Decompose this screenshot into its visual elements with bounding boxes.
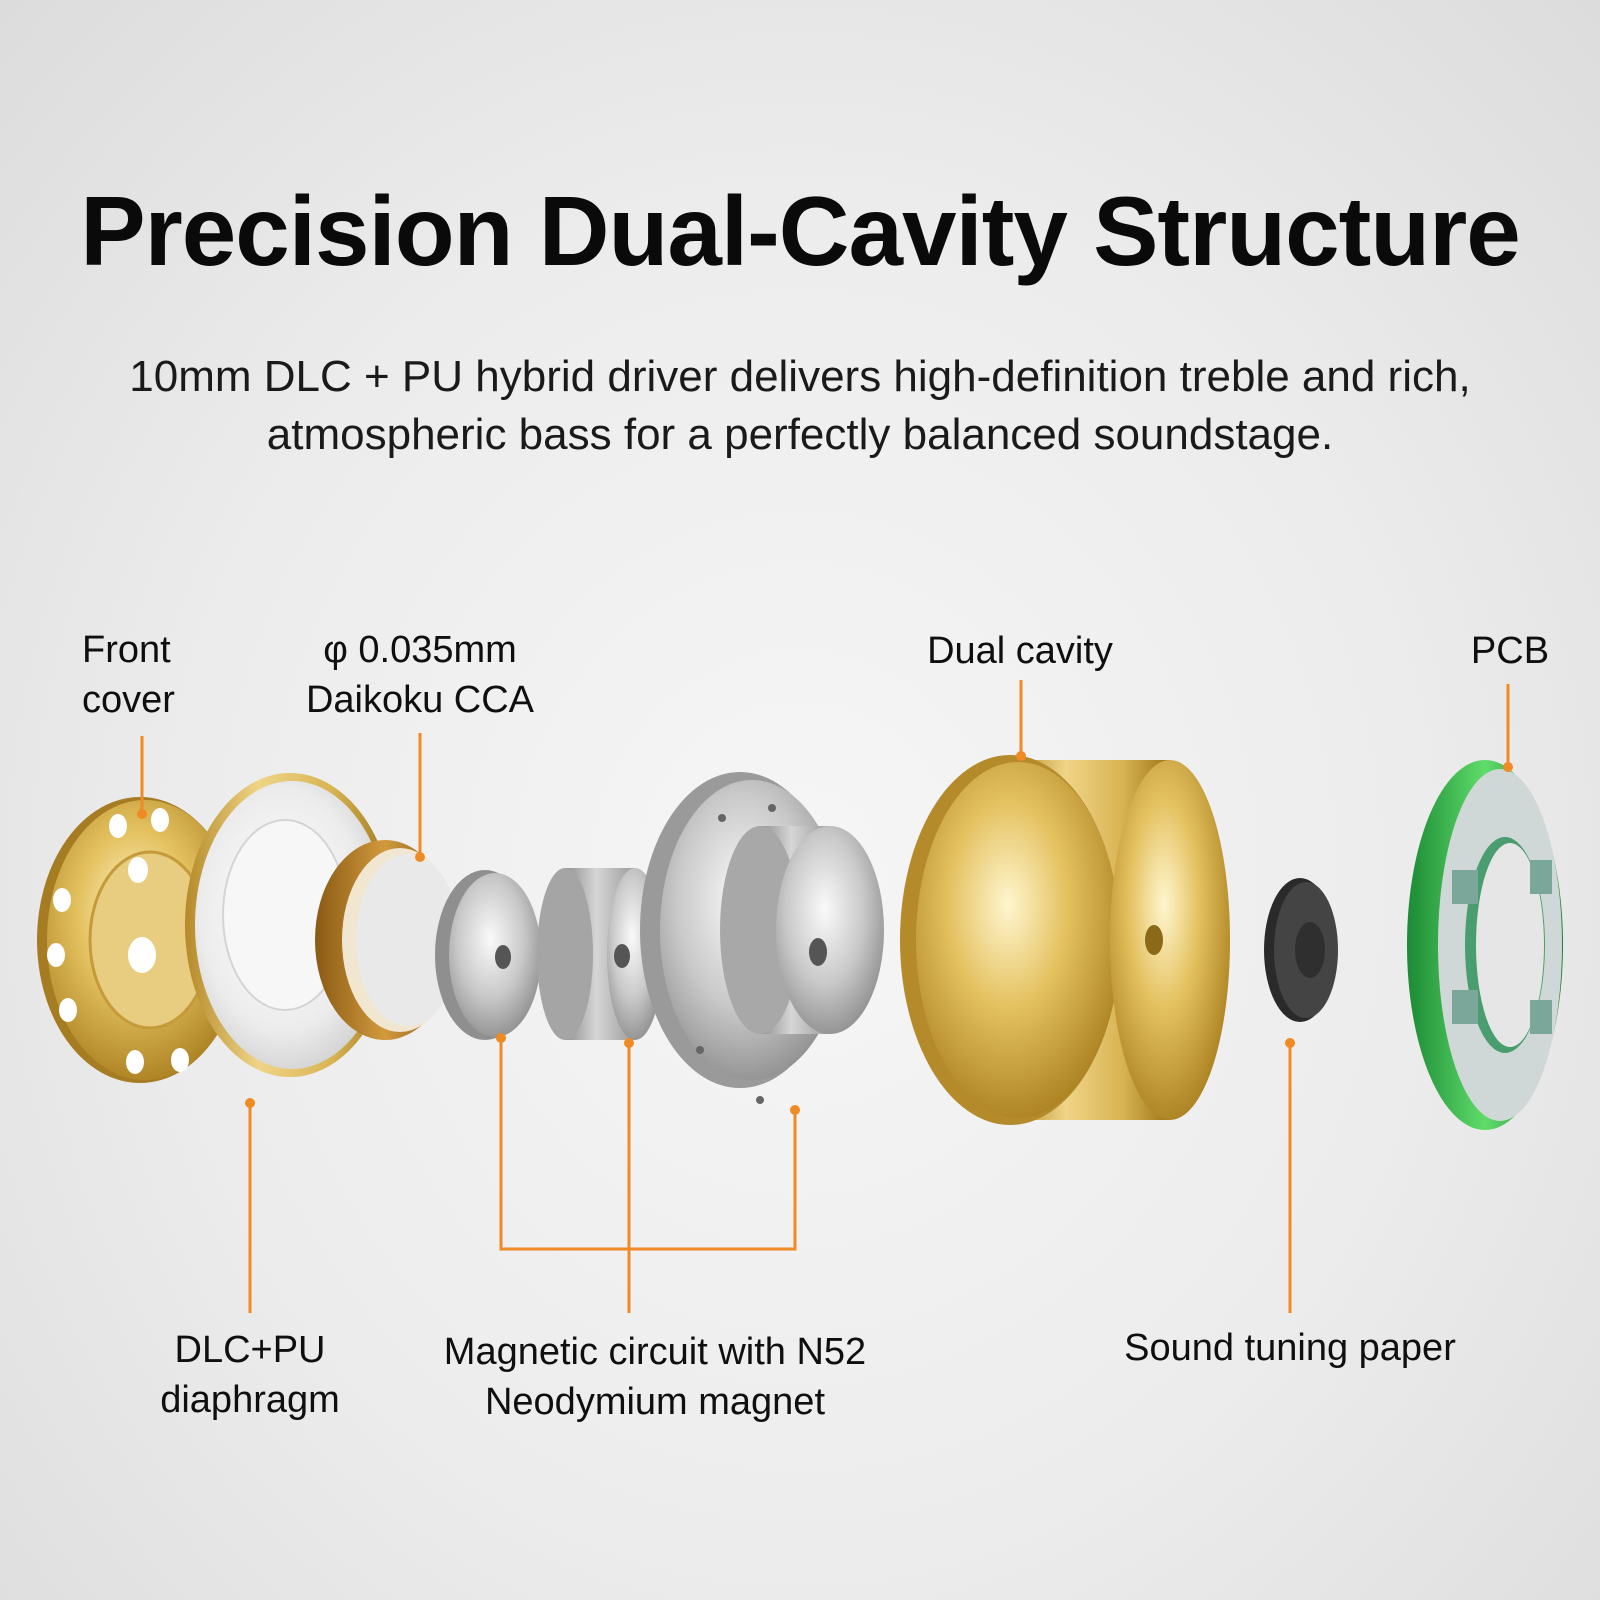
dual-cavity-part	[900, 755, 1230, 1125]
tuning-paper-part	[1264, 878, 1338, 1022]
label-dual-cavity: Dual cavity	[927, 630, 1113, 672]
subtitle-line-2: atmospheric bass for a perfectly balance…	[266, 410, 1334, 459]
leader-dots	[137, 751, 1513, 1115]
leader-lines	[140, 680, 1510, 1313]
leader-magnet-bracket	[499, 1038, 797, 1251]
front-cover-part	[37, 797, 243, 1083]
label-magnetic-circuit: Magnetic circuit with N52 Neodymium magn…	[443, 1331, 867, 1423]
label-pcb: PCB	[1470, 630, 1550, 672]
washer-part	[435, 870, 541, 1040]
page-subtitle: 10mm DLC + PU hybrid driver delivers hig…	[40, 348, 1560, 464]
subtitle-line-1: 10mm DLC + PU hybrid driver delivers hig…	[129, 352, 1471, 401]
label-cca: φ 0.035mm Daikoku CCA	[305, 629, 535, 721]
magnetic-cup-part	[640, 772, 884, 1104]
label-diaphragm: DLC+PU diaphragm	[160, 1329, 340, 1421]
voice-coil-part	[315, 840, 460, 1040]
label-front-cover: Front cover	[82, 629, 175, 721]
pcb-part	[1407, 760, 1563, 1130]
page-title: Precision Dual-Cavity Structure	[80, 176, 1520, 286]
label-tuning-paper: Sound tuning paper	[1124, 1327, 1456, 1369]
